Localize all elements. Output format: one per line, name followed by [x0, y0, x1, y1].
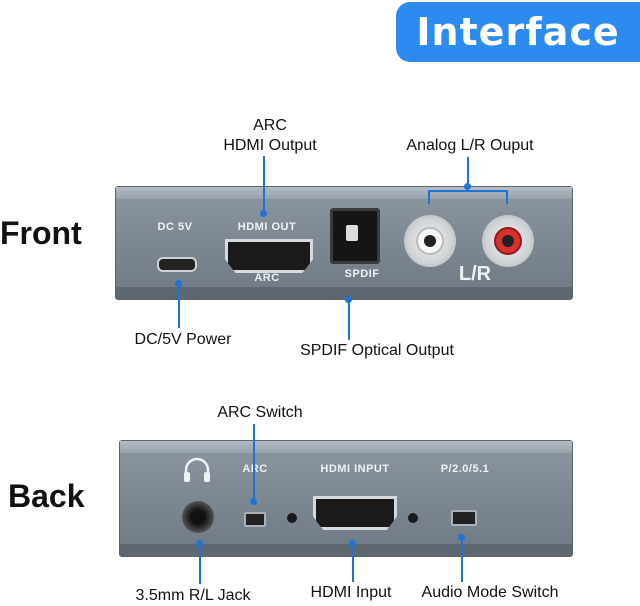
back-top-edge [120, 441, 572, 453]
rca-pin-hole [502, 235, 514, 247]
hdmi-input-callout: HDMI Input [310, 584, 392, 601]
analog-callout-dot [464, 183, 471, 190]
hdmi-output-port[interactable] [225, 239, 313, 273]
spdif-optical-output-callout: SPDIF Optical Output [300, 342, 454, 359]
spdif-callout-line [348, 300, 350, 340]
hdmi-input-engraving: HDMI INPUT [320, 463, 390, 475]
arc-switch-engraving: ARC [242, 463, 268, 475]
jack-callout-line [199, 544, 201, 584]
hdmi-input-callout-line [352, 544, 354, 582]
rca-right-port[interactable] [482, 215, 534, 267]
dc5v-engraving: DC 5V [157, 221, 193, 233]
front-bottom-edge [116, 287, 572, 299]
optical-shutter [346, 225, 358, 241]
rca-left-port[interactable] [404, 215, 456, 267]
lr-engraving: L/R [458, 263, 492, 285]
jack-callout: 3.5mm R/L Jack [135, 587, 251, 604]
arc-switch-callout: ARC Switch [217, 404, 303, 421]
hdmi-out-engraving: HDMI OUT [237, 221, 297, 233]
callout-line1: ARC [253, 117, 287, 134]
analog-bracket-right [506, 190, 508, 204]
arc-switch-callout-line [253, 424, 255, 502]
analog-lr-output-callout: Analog L/R Ouput [406, 137, 534, 154]
dc5v-power-callout: DC/5V Power [134, 331, 232, 348]
micro-usb-port[interactable] [157, 257, 197, 272]
headphone-jack[interactable] [182, 501, 214, 533]
arc-hdmi-callout-dot [260, 210, 267, 217]
audio-mode-engraving: P/2.0/5.1 [440, 463, 490, 475]
interface-badge: Interface [396, 2, 640, 62]
arc-switch-toggle[interactable] [244, 512, 266, 527]
callout-line2: HDMI Output [223, 137, 317, 154]
spdif-callout-dot [345, 296, 352, 303]
analog-callout-stem [467, 157, 469, 187]
audio-mode-callout-dot [458, 534, 465, 541]
rca-pin-hole [424, 235, 436, 247]
spdif-optical-port[interactable] [330, 208, 380, 264]
audio-mode-switch-toggle[interactable] [451, 510, 477, 526]
front-top-edge [116, 187, 572, 199]
arc-hdmi-callout-line [263, 156, 265, 214]
front-label: Front [0, 215, 82, 251]
audio-mode-switch-callout: Audio Mode Switch [421, 584, 559, 601]
audio-mode-callout-line [461, 538, 463, 582]
analog-callout-bracket [428, 190, 508, 192]
analog-bracket-left [428, 190, 430, 204]
dc-power-callout-line [178, 284, 180, 328]
indicator-led-left [287, 513, 297, 523]
jack-callout-dot [196, 540, 203, 547]
arc-engraving: ARC [254, 272, 280, 284]
back-bottom-edge [120, 544, 572, 556]
spdif-engraving: SPDIF [344, 268, 380, 280]
hdmi-input-callout-dot [349, 540, 356, 547]
back-label: Back [8, 478, 85, 514]
headphone-icon [184, 457, 210, 482]
hdmi-input-port[interactable] [313, 496, 397, 530]
arc-hdmi-output-callout: ARC HDMI Output [200, 116, 340, 156]
indicator-led-right [408, 513, 418, 523]
arc-switch-callout-dot [250, 498, 257, 505]
dc-power-callout-dot [175, 280, 182, 287]
